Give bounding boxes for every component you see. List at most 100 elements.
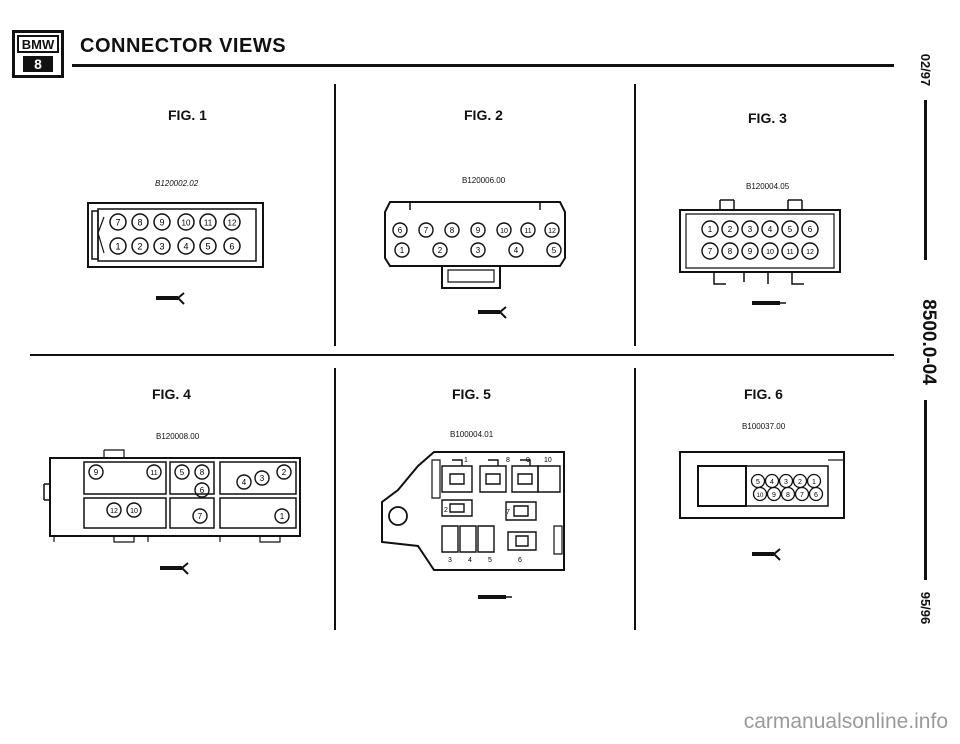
pin (192, 508, 208, 524)
fig-1-pin-row-bottom: 1 2 3 4 5 6 (109, 237, 241, 255)
pin (106, 502, 122, 518)
fig-1-label: FIG. 1 (168, 107, 207, 123)
pin (109, 237, 127, 255)
header-rule (72, 64, 894, 67)
pin (146, 464, 162, 480)
terminal-label: 8 (506, 457, 510, 464)
pin-label: 6 (200, 486, 205, 495)
pin-label: 2 (438, 246, 443, 255)
side-bar-top (924, 100, 927, 260)
pin (153, 237, 171, 255)
side-bar-bottom (924, 400, 927, 580)
pin (508, 242, 524, 258)
pin (546, 242, 562, 258)
pin (394, 242, 410, 258)
divider-5-6 (634, 368, 636, 630)
pin-label: 9 (748, 247, 753, 256)
pin (496, 222, 512, 238)
pin (131, 237, 149, 255)
fig-1-view-arrow-icon (156, 292, 185, 305)
terminal-label: 10 (544, 457, 552, 464)
terminal-label: 7 (506, 509, 510, 516)
pin (781, 242, 799, 260)
pin (701, 220, 719, 238)
terminal-label: 9 (526, 457, 530, 464)
pin-label: 6 (398, 226, 403, 235)
logo-bmw-text: BMW (17, 35, 59, 53)
watermark: carmanualsonline.info (743, 710, 948, 733)
fig-2-connector: 6 7 8 9 10 11 12 1 2 3 4 5 (384, 201, 566, 289)
pin (126, 502, 142, 518)
pin (223, 213, 241, 231)
pin-label: 5 (205, 242, 210, 252)
fig-2-label: FIG. 2 (464, 107, 503, 123)
terminal-label: 1 (464, 457, 468, 464)
pin (131, 213, 149, 231)
pin (761, 220, 779, 238)
pin-label: 8 (728, 247, 733, 256)
fig-5-relay-base: 1 8 9 10 2 7 3 4 5 6 (381, 451, 565, 571)
pin (721, 242, 739, 260)
pin (721, 220, 739, 238)
pin (794, 486, 810, 502)
pin-label: 11 (150, 470, 157, 477)
fig-3-view-arrow-icon (752, 301, 786, 305)
pin-label: 4 (183, 242, 188, 252)
pin-label: 3 (748, 225, 753, 234)
pin-label: 7 (800, 492, 804, 499)
pin-label: 1 (400, 246, 405, 255)
fig-6-label: FIG. 6 (744, 386, 783, 402)
pin (153, 213, 171, 231)
pin-label: 7 (198, 512, 203, 521)
pin (808, 486, 824, 502)
pin-label: 4 (768, 225, 773, 234)
logo-8-text: 8 (23, 56, 53, 72)
fig-4-view-arrow-icon (160, 562, 189, 575)
pin (392, 222, 408, 238)
pin-label: 2 (137, 242, 142, 252)
pin-label: 12 (110, 508, 118, 515)
fig-5-label: FIG. 5 (452, 386, 491, 402)
pin (701, 242, 719, 260)
middle-rule (30, 354, 894, 356)
pin (194, 464, 210, 480)
pin-label: 4 (514, 246, 519, 255)
pin (781, 220, 799, 238)
pin-label: 5 (756, 479, 760, 486)
pin-label: 9 (159, 218, 164, 228)
pin (88, 464, 104, 480)
pin-label: 1 (812, 479, 816, 486)
pin (199, 213, 217, 231)
pin-label: 11 (204, 219, 213, 228)
pin-label: 4 (242, 478, 247, 487)
pin (276, 464, 292, 480)
fig-2-view-arrow-icon (478, 306, 507, 319)
pin (199, 237, 217, 255)
fig-4-connector: 9 11 5 8 6 4 3 2 12 10 7 1 (43, 449, 301, 543)
fig-4-part-number: B120008.00 (156, 432, 200, 441)
pin-label: 8 (786, 492, 790, 499)
fig-4-label: FIG. 4 (152, 386, 191, 402)
pin-label: 6 (229, 242, 234, 252)
pin (236, 474, 252, 490)
pin-label: 10 (182, 219, 191, 228)
pin-label: 6 (808, 225, 813, 234)
pin-label: 8 (200, 468, 205, 477)
pin-label: 5 (788, 225, 793, 234)
pin-label: 10 (130, 508, 138, 515)
side-section-number: 8500.0-04 (918, 299, 939, 385)
pin (741, 242, 759, 260)
terminal-label: 2 (444, 507, 448, 514)
fig-1-pin-row-top: 7 8 9 10 11 12 (109, 213, 241, 231)
pin-label: 2 (282, 468, 287, 477)
pin-label: 9 (476, 226, 481, 235)
fig-6-view-arrow-icon (752, 548, 781, 561)
pin (761, 242, 779, 260)
fig-1-connector: 7 8 9 10 11 12 1 2 3 4 5 6 (87, 202, 264, 268)
pin (223, 237, 241, 255)
fig-3-part-number: B120004.05 (746, 182, 790, 191)
pin (470, 242, 486, 258)
pin (418, 222, 434, 238)
fig-3-label: FIG. 3 (748, 110, 787, 126)
pin (780, 486, 796, 502)
